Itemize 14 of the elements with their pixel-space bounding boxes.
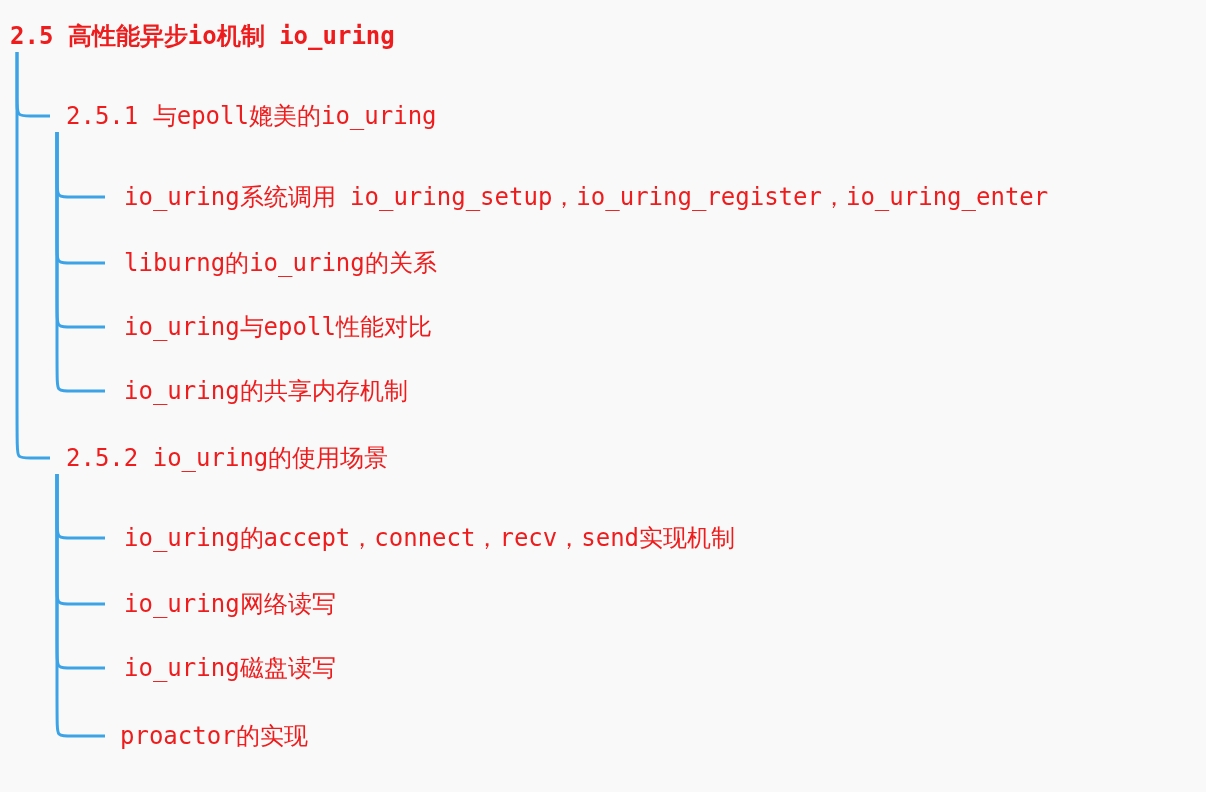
topic-label: io_uring与epoll性能对比 <box>105 311 432 343</box>
topic-label: liburng的io_uring的关系 <box>105 247 437 279</box>
topic-label: io_uring的accept，connect，recv，send实现机制 <box>105 522 736 554</box>
topic-heading: 2.5 高性能异步io机制 io_uring <box>10 20 395 52</box>
tree-connector <box>15 50 52 460</box>
tree-connector <box>55 472 107 738</box>
topic-label: io_uring的共享内存机制 <box>105 375 408 407</box>
topic-label: 2.5.1 与epoll媲美的io_uring <box>50 100 437 132</box>
topic-label: io_uring网络读写 <box>105 588 336 620</box>
topic-label: io_uring磁盘读写 <box>105 652 336 684</box>
topic-label: 2.5.2 io_uring的使用场景 <box>50 442 389 474</box>
tree-connector <box>55 130 107 393</box>
topic-label: io_uring系统调用 io_uring_setup，io_uring_register，io_uring_enter <box>105 181 1049 213</box>
topic-label: proactor的实现 <box>105 720 308 752</box>
